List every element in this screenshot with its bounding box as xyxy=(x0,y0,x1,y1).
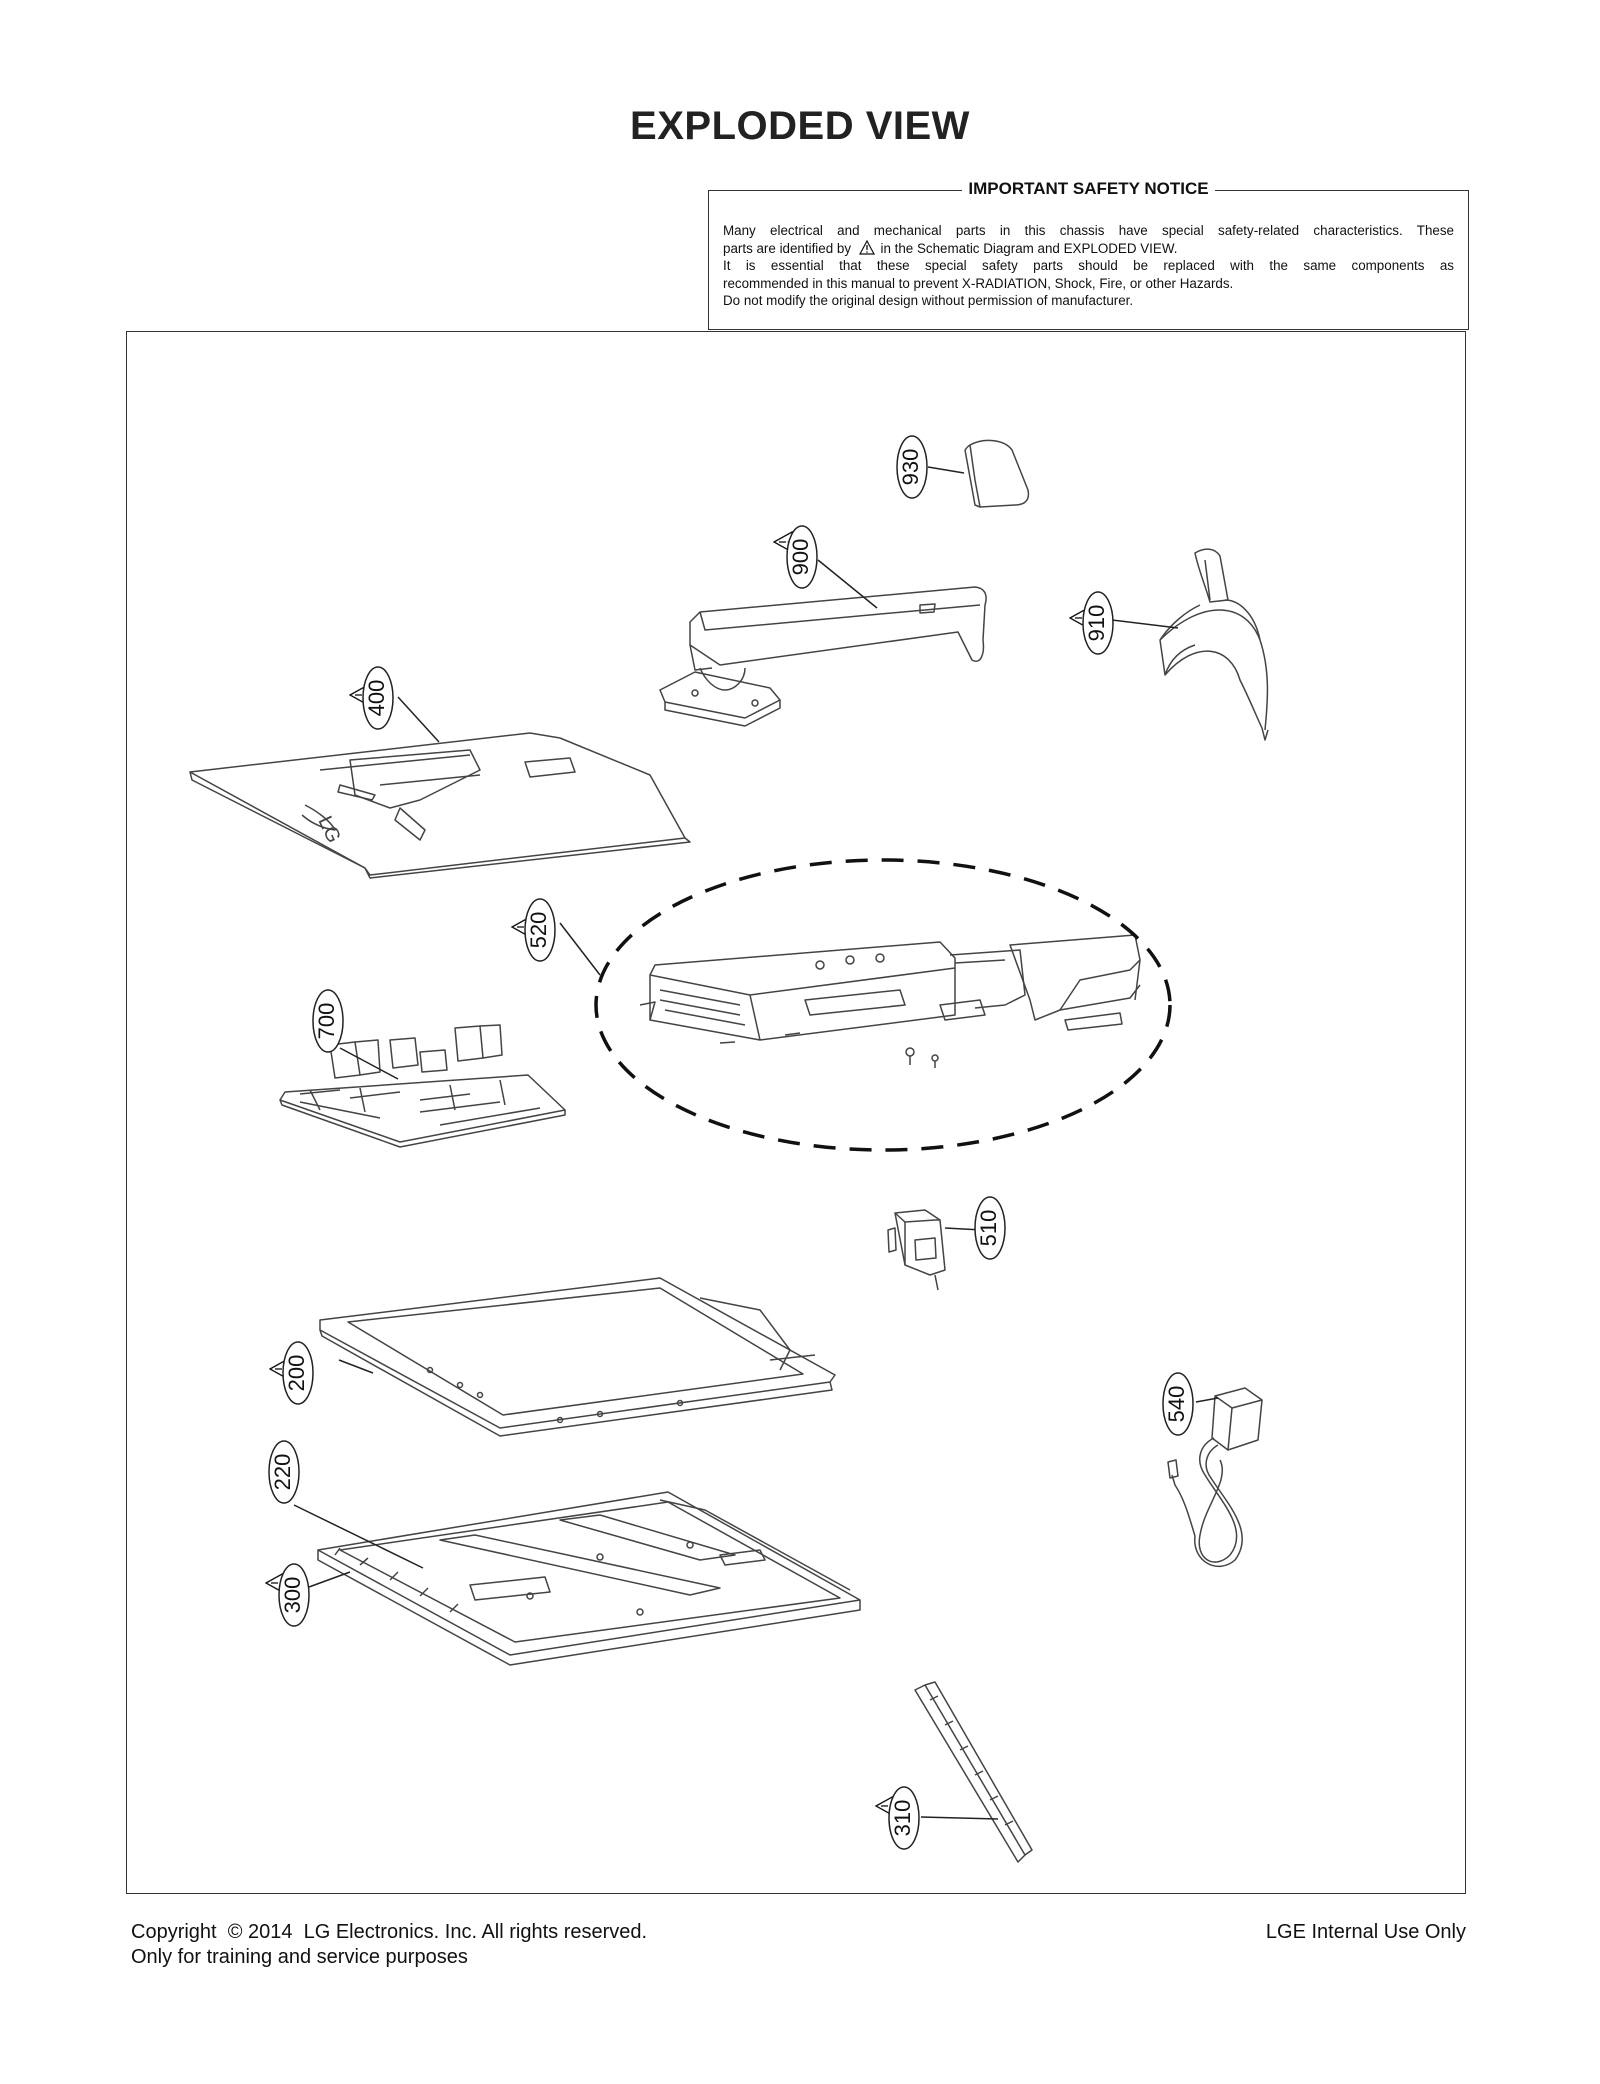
part-callout-300: 300 xyxy=(254,1560,312,1635)
part-callout-900: 900 xyxy=(762,522,820,597)
part-drawing-900 xyxy=(659,586,987,727)
part-number-310: 310 xyxy=(890,1800,915,1837)
safety-notice-body: Many electrical and mechanical parts in … xyxy=(723,222,1454,310)
part-number-700: 700 xyxy=(314,1003,339,1040)
part-number-930: 930 xyxy=(898,449,923,486)
safety-notice-title-wrap: IMPORTANT SAFETY NOTICE xyxy=(709,179,1468,199)
part-number-200: 200 xyxy=(284,1355,309,1392)
footer-left: Copyright © 2014 LG Electronics. Inc. Al… xyxy=(131,1920,647,1970)
part-drawing-700 xyxy=(279,1024,566,1148)
part-number-900: 900 xyxy=(788,539,813,576)
exploded-view-frame xyxy=(126,331,1466,1894)
part-drawing-200 xyxy=(319,1277,836,1437)
part-number-520: 520 xyxy=(526,912,551,949)
notice-line-2-start: parts are identified by xyxy=(723,240,852,256)
footer-purpose: Only for training and service purposes xyxy=(131,1946,468,1968)
notice-line-1: Many electrical and mechanical parts in … xyxy=(723,223,1454,238)
footer-internal-use: LGE Internal Use Only xyxy=(1265,1921,1466,1943)
part-callout-510: 510 xyxy=(972,1193,1012,1268)
part-drawing-930 xyxy=(964,439,1030,508)
notice-line-2-end: in the Schematic Diagram and EXPLODED VI… xyxy=(880,240,1178,256)
notice-line-4: recommended in this manual to prevent X-… xyxy=(723,275,1234,291)
notice-line-5: Do not modify the original design withou… xyxy=(723,293,1134,308)
part-drawing-520 xyxy=(639,934,1141,1068)
part-drawing-310 xyxy=(914,1681,1033,1863)
part-drawing-910 xyxy=(1159,548,1269,741)
safety-notice-box: IMPORTANT SAFETY NOTICE Many electrical … xyxy=(708,179,1469,330)
part-drawing-300-220 xyxy=(317,1491,861,1666)
part-callout-200: 200 xyxy=(258,1338,316,1413)
part-callout-310: 310 xyxy=(864,1783,922,1858)
footer-copyright: Copyright © 2014 LG Electronics. Inc. Al… xyxy=(131,1921,648,1943)
part-number-540: 540 xyxy=(1164,1386,1189,1423)
part-number-510: 510 xyxy=(976,1210,1001,1247)
part-number-220: 220 xyxy=(270,1454,295,1491)
part-number-400: 400 xyxy=(364,680,389,717)
leader-lines xyxy=(293,466,1219,1820)
part-drawing-510 xyxy=(887,1209,946,1291)
safety-notice-title: IMPORTANT SAFETY NOTICE xyxy=(962,179,1215,198)
notice-line-3: It is essential that these special safet… xyxy=(723,258,1454,273)
part-number-910: 910 xyxy=(1084,605,1109,642)
part-number-300: 300 xyxy=(280,1577,305,1614)
part-callout-700: 700 xyxy=(310,986,350,1061)
warning-triangle-icon xyxy=(858,239,875,255)
part-drawing-540 xyxy=(1167,1387,1263,1567)
part-callout-930: 930 xyxy=(894,432,934,507)
part-callout-400: 400 xyxy=(338,663,396,738)
page-title: EXPLODED VIEW xyxy=(630,104,970,148)
part-callout-540: 540 xyxy=(1160,1369,1200,1444)
part-callout-220: 220 xyxy=(266,1437,306,1512)
part-520-group-outline xyxy=(594,858,1172,1152)
part-callout-910: 910 xyxy=(1058,588,1116,663)
notice-line-2: parts are identified by in the Schematic… xyxy=(723,239,1454,258)
part-callout-520: 520 xyxy=(500,895,558,970)
